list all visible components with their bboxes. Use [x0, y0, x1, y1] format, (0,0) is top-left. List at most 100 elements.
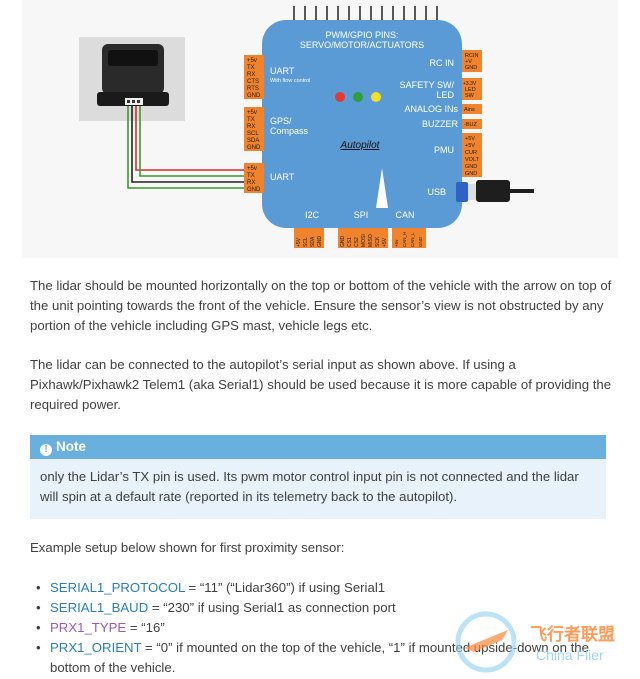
svg-text:+5v: +5v — [247, 58, 257, 64]
mounting-paragraph: The lidar should be mounted horizontally… — [30, 278, 612, 333]
svg-text:GND: GND — [465, 65, 477, 71]
connection-paragraph: The lidar can be connected to the autopi… — [30, 357, 612, 412]
svg-text:RTS: RTS — [247, 86, 259, 92]
spi-label: SPI — [354, 210, 369, 220]
svg-text:+5v: +5v — [247, 166, 257, 172]
pmu-label: PMU — [434, 145, 454, 155]
svg-text:VOLT: VOLT — [465, 157, 480, 163]
uart-flow-label: UART — [270, 66, 295, 76]
uart-connector: +5v TX RX GND — [244, 163, 264, 193]
svg-text:+5v: +5v — [247, 110, 257, 116]
svg-text:+5v: +5v — [394, 239, 399, 247]
svg-text:Ains: Ains — [464, 107, 475, 113]
svg-text:GND: GND — [247, 187, 261, 193]
svg-text:+5V: +5V — [465, 143, 475, 149]
svg-text:-BUZ: -BUZ — [464, 122, 477, 128]
compass-label: Compass — [270, 126, 309, 136]
svg-text:SW: SW — [465, 93, 475, 99]
svg-text:CS2: CS2 — [354, 237, 360, 247]
svg-text:+5V: +5V — [465, 136, 475, 142]
svg-text:RX: RX — [247, 124, 255, 130]
note-title: Note — [56, 439, 86, 454]
svg-text:GND: GND — [465, 164, 477, 170]
param-link-prx1-type[interactable]: PRX1_TYPE — [50, 620, 127, 635]
can-connector: +5v CAN_H CAN_L GND — [392, 228, 426, 248]
safety-label: SAFETY SW/ — [400, 80, 455, 90]
note-text: only the Lidar’s TX pin is used. Its pwm… — [40, 469, 579, 504]
usb-cable — [456, 180, 534, 202]
list-item: SERIAL1_PROTOCOL = “11” (“Lidar360”) if … — [30, 578, 615, 598]
analog-connector: Ains — [462, 104, 482, 114]
uart-label: UART — [270, 172, 295, 182]
rc-in-label: RC IN — [430, 58, 455, 68]
note-box: ! Note only the Lidar’s TX pin is used. I… — [30, 435, 606, 519]
svg-text:RX: RX — [247, 180, 255, 186]
uart-flow-sublabel: With flow control — [270, 78, 310, 84]
usb-label: USB — [427, 187, 446, 197]
rc-in-connector: RCIN +V GND — [462, 50, 482, 72]
svg-text:TX: TX — [247, 117, 255, 123]
param-desc: = “11” (“Lidar360”) if using Serial1 — [184, 580, 386, 595]
red-led — [335, 92, 345, 102]
svg-text:+5V: +5V — [296, 237, 302, 247]
svg-text:CAN_H: CAN_H — [402, 232, 407, 247]
svg-text:CTS: CTS — [247, 79, 259, 85]
svg-text:SCK: SCK — [375, 236, 381, 247]
watermark-en: China Flier — [536, 647, 604, 663]
info-icon: ! — [40, 444, 52, 456]
buzzer-label: BUZZER — [422, 119, 459, 129]
pwm-header-pins — [293, 6, 438, 22]
param-link-serial1-protocol[interactable]: SERIAL1_PROTOCOL — [50, 580, 185, 595]
svg-text:GND: GND — [247, 93, 261, 99]
wires — [127, 106, 248, 189]
svg-text:+5V: +5V — [382, 237, 388, 247]
spi-connector: GND CS1 CS2 MOSI MISO SCK +5V — [338, 228, 388, 248]
header-label-bottom: SERVO/MOTOR/ACTUATORS — [300, 40, 424, 50]
svg-text:MISO: MISO — [368, 234, 374, 247]
note-header: ! Note — [30, 435, 606, 459]
list-item: PRX1_TYPE = “16” — [30, 618, 615, 638]
svg-text:+3.3V: +3.3V — [463, 81, 477, 87]
led-label: LED — [436, 90, 454, 100]
gps-compass-connector: +5v TX RX SCL SDA GND — [244, 107, 264, 151]
autopilot-board — [262, 20, 462, 228]
gps-label: GPS/ — [270, 116, 292, 126]
svg-text:TX: TX — [247, 173, 255, 179]
svg-text:GND: GND — [465, 171, 477, 177]
svg-text:CUR: CUR — [465, 150, 477, 156]
yellow-led — [371, 92, 381, 102]
svg-text:GND: GND — [247, 145, 261, 151]
param-desc: = “16” — [126, 620, 165, 635]
i2c-connector: +5V SCL SDA GND — [294, 228, 324, 248]
svg-text:CS1: CS1 — [347, 237, 353, 247]
param-desc: = “230” if using Serial1 as connection p… — [148, 600, 396, 615]
autopilot-label: Autopilot — [340, 140, 381, 151]
param-list: SERIAL1_PROTOCOL = “11” (“Lidar360”) if … — [30, 578, 615, 678]
svg-text:+V: +V — [465, 59, 472, 65]
i2c-label: I2C — [305, 210, 320, 220]
uart-flow-connector: +5v TX RX CTS RTS GND — [244, 55, 264, 99]
svg-text:SCL: SCL — [247, 131, 259, 137]
watermark-logo: 飞行者联盟 China Flier — [455, 611, 615, 673]
svg-text:TX: TX — [247, 65, 255, 71]
svg-text:RX: RX — [247, 72, 255, 78]
lidar-photo — [79, 37, 185, 121]
analog-label: ANALOG INs — [404, 104, 458, 114]
pmu-connector: +5V +5V CUR VOLT GND GND — [462, 133, 482, 177]
front-arrow — [376, 168, 388, 208]
wiring-diagram: PWM/GPIO PINS: SERVO/MOTOR/ACTUATORS +5v… — [22, 0, 618, 258]
svg-text:LED: LED — [465, 87, 476, 93]
safety-connector: +3.3V LED SW — [462, 78, 482, 100]
svg-text:RCIN: RCIN — [465, 53, 478, 59]
svg-text:SDA: SDA — [247, 138, 259, 144]
svg-text:GND: GND — [340, 236, 346, 248]
param-link-serial1-baud[interactable]: SERIAL1_BAUD — [50, 600, 149, 615]
can-label: CAN — [395, 210, 414, 220]
green-led — [353, 92, 363, 102]
watermark-cn: 飞行者联盟 — [530, 624, 615, 645]
list-item: SERIAL1_BAUD = “230” if using Serial1 as… — [30, 598, 615, 618]
param-link-prx1-orient[interactable]: PRX1_ORIENT — [50, 640, 142, 655]
svg-text:MOSI: MOSI — [361, 234, 367, 247]
example-intro: Example setup below shown for first prox… — [30, 540, 345, 555]
svg-text:GND: GND — [317, 236, 323, 248]
